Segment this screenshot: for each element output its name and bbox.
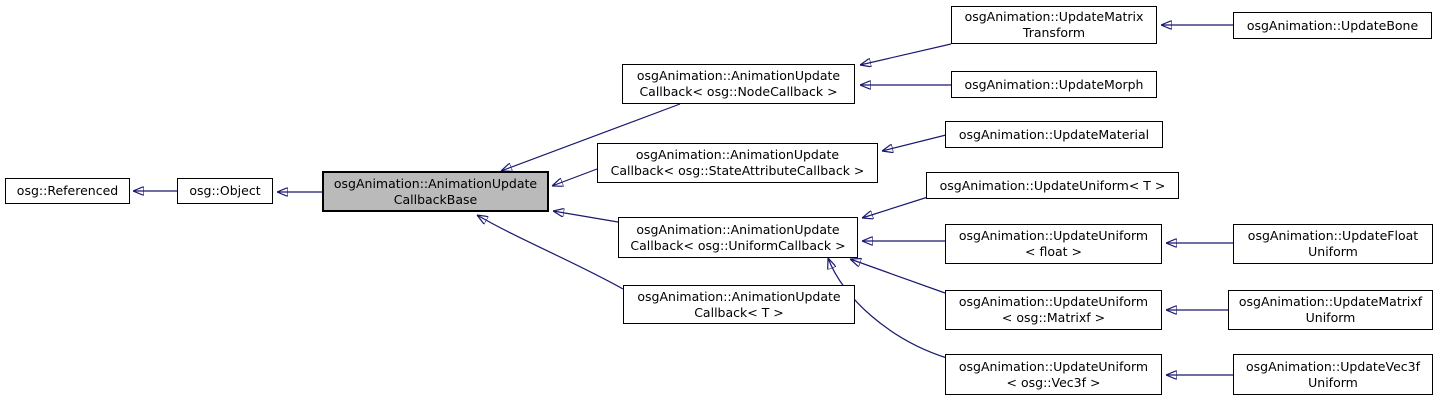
edge-updatematerial-to-stateattributecallback <box>882 134 947 151</box>
class-node-animationupdatecallbackbase: osgAnimation::AnimationUpdate CallbackBa… <box>322 171 549 212</box>
class-node-updateuniform-float[interactable]: osgAnimation::UpdateUniform < float > <box>945 224 1162 264</box>
class-node-label: osg::Object <box>189 183 261 198</box>
edge-nodecallback-to-base <box>501 103 681 171</box>
edge-updateuniformt-to-uniformcallback <box>862 196 929 218</box>
edge-uniformcallback-to-base <box>553 211 619 223</box>
class-node-label: osgAnimation::UpdateVec3f Uniform <box>1245 358 1420 390</box>
class-node-label: osgAnimation::AnimationUpdate Callback< … <box>610 147 865 178</box>
class-node-label: osgAnimation::AnimationUpdate Callback< … <box>630 221 846 253</box>
class-node-label: osgAnimation::UpdateFloat Uniform <box>1247 228 1419 259</box>
edge-updateuniformvec3f-to-uniformcallback <box>828 258 948 359</box>
class-node-updatebone[interactable]: osgAnimation::UpdateBone <box>1233 12 1432 39</box>
class-node-label: osgAnimation::UpdateBone <box>1246 17 1419 33</box>
class-node-label: osgAnimation::AnimationUpdate Callback< … <box>637 288 841 320</box>
class-node-osg-object[interactable]: osg::Object <box>177 178 273 204</box>
class-node-updatefloatuniform[interactable]: osgAnimation::UpdateFloat Uniform <box>1233 224 1433 264</box>
class-node-updatemorph[interactable]: osgAnimation::UpdateMorph <box>951 71 1157 98</box>
edge-updatematrixtransform-to-nodecallback <box>860 43 952 65</box>
class-node-label: osg::Referenced <box>16 183 119 198</box>
edge-stateattributecallback-to-base <box>552 168 598 186</box>
class-node-updatematrixtransform[interactable]: osgAnimation::UpdateMatrix Transform <box>951 6 1157 44</box>
edge-updateuniformmatrixf-to-uniformcallback <box>850 259 946 294</box>
class-node-updatevec3funiform[interactable]: osgAnimation::UpdateVec3f Uniform <box>1233 354 1433 395</box>
class-node-label: osgAnimation::UpdateUniform< T > <box>939 177 1166 193</box>
class-node-updatematrixfuniform[interactable]: osgAnimation::UpdateMatrixf Uniform <box>1228 290 1433 330</box>
class-node-animationupdatecallback-t[interactable]: osgAnimation::AnimationUpdate Callback< … <box>623 285 855 324</box>
class-node-label: osgAnimation::UpdateUniform < osg::Matri… <box>958 294 1149 325</box>
class-node-label: osgAnimation::UpdateMatrixf Uniform <box>1238 294 1423 325</box>
class-node-label: osgAnimation::UpdateUniform < float > <box>958 228 1149 259</box>
class-node-updateuniform-matrixf[interactable]: osgAnimation::UpdateUniform < osg::Matri… <box>945 290 1162 330</box>
class-node-updatematerial[interactable]: osgAnimation::UpdateMaterial <box>945 121 1163 148</box>
edge-tcallback-to-base <box>477 215 624 290</box>
class-node-label: osgAnimation::UpdateUniform < osg::Vec3f… <box>958 358 1149 390</box>
class-node-label: osgAnimation::AnimationUpdate Callback< … <box>636 68 841 99</box>
class-node-label: osgAnimation::UpdateMatrix Transform <box>964 9 1144 40</box>
class-node-label: osgAnimation::UpdateMorph <box>964 76 1144 92</box>
class-node-animationupdatecallback-uniformcallback[interactable]: osgAnimation::AnimationUpdate Callback< … <box>618 217 858 258</box>
class-node-updateuniform-t[interactable]: osgAnimation::UpdateUniform< T > <box>926 172 1179 199</box>
class-node-label: osgAnimation::UpdateMaterial <box>958 126 1150 142</box>
class-node-updateuniform-vec3f[interactable]: osgAnimation::UpdateUniform < osg::Vec3f… <box>945 354 1162 395</box>
class-node-label: osgAnimation::AnimationUpdate CallbackBa… <box>333 175 538 207</box>
class-node-osg-referenced[interactable]: osg::Referenced <box>5 178 130 204</box>
class-node-animationupdatecallback-stateattributecallback[interactable]: osgAnimation::AnimationUpdate Callback< … <box>597 143 878 183</box>
class-node-animationupdatecallback-nodecallback[interactable]: osgAnimation::AnimationUpdate Callback< … <box>622 64 855 104</box>
